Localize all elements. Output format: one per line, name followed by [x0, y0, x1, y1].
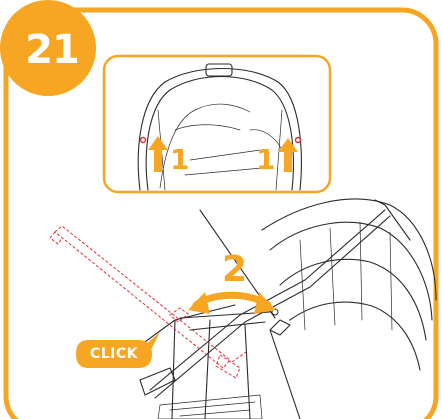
double-headed-curved-arrow-icon — [188, 291, 276, 314]
step-badge: 21 — [0, 0, 96, 96]
up-arrow-icon — [148, 136, 168, 172]
up-arrow-icon — [278, 138, 298, 172]
stroller-canopy — [261, 198, 437, 371]
callout-label-right: 1 — [256, 143, 276, 176]
inset-handlebar-art — [137, 63, 302, 191]
stroller-frame — [119, 209, 391, 419]
step-number: 21 — [25, 27, 80, 73]
callout-label-left: 1 — [170, 143, 190, 176]
click-speech-bubble — [76, 332, 160, 368]
callout-label-rotate: 2 — [222, 249, 248, 290]
handlebar-outline-dashed — [49, 225, 247, 379]
click-label: CLICK — [89, 346, 139, 362]
